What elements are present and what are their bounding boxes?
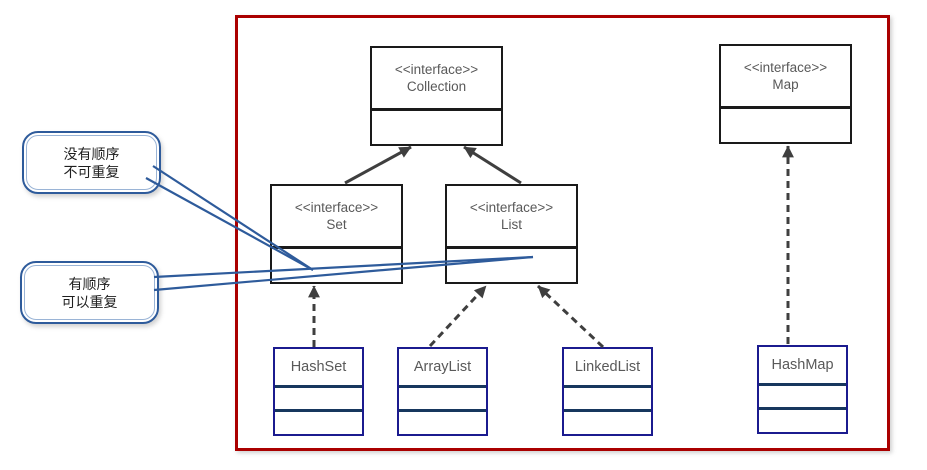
class-box-linkedlist: LinkedList — [562, 347, 653, 436]
stereotype-label: <<interface>> — [394, 62, 479, 77]
attributes-compartment — [272, 249, 401, 282]
class-name: LinkedList — [564, 349, 651, 388]
interface-name: Collection — [406, 79, 467, 94]
callout-set-note-body: 没有顺序 不可重复 — [26, 135, 157, 190]
interface-name: Set — [326, 217, 347, 232]
operations-compartment — [399, 412, 486, 436]
attributes-compartment — [564, 388, 651, 412]
callout-text-line: 可以重复 — [61, 293, 118, 310]
class-box-hashmap: HashMap — [757, 345, 848, 434]
attributes-compartment — [372, 111, 501, 144]
callout-list-note: 有顺序 可以重复 — [20, 261, 159, 324]
attributes-compartment — [721, 109, 850, 142]
interface-header-set: <<interface>> Set — [272, 186, 401, 249]
stereotype-label: <<interface>> — [743, 60, 828, 75]
class-name: ArrayList — [399, 349, 486, 388]
callout-list-note-body: 有顺序 可以重复 — [24, 265, 155, 320]
interface-name: List — [500, 217, 522, 232]
attributes-compartment — [275, 388, 362, 412]
attributes-compartment — [399, 388, 486, 412]
class-box-arraylist: ArrayList — [397, 347, 488, 436]
callout-text-line: 不可重复 — [63, 163, 120, 180]
stereotype-label: <<interface>> — [469, 200, 554, 215]
interface-header-map: <<interface>> Map — [721, 46, 850, 109]
interface-box-map: <<interface>> Map — [719, 44, 852, 144]
attributes-compartment — [759, 386, 846, 410]
operations-compartment — [275, 412, 362, 436]
interface-box-set: <<interface>> Set — [270, 184, 403, 284]
class-name: HashSet — [275, 349, 362, 388]
class-name: HashMap — [759, 347, 846, 386]
callout-text-line: 有顺序 — [68, 275, 111, 292]
callout-set-note: 没有顺序 不可重复 — [22, 131, 161, 194]
interface-name: Map — [772, 77, 799, 92]
stereotype-label: <<interface>> — [294, 200, 379, 215]
callout-text-line: 没有顺序 — [63, 145, 120, 162]
interface-box-collection: <<interface>> Collection — [370, 46, 503, 146]
interface-box-list: <<interface>> List — [445, 184, 578, 284]
interface-header-collection: <<interface>> Collection — [372, 48, 501, 111]
operations-compartment — [564, 412, 651, 436]
interface-header-list: <<interface>> List — [447, 186, 576, 249]
class-box-hashset: HashSet — [273, 347, 364, 436]
operations-compartment — [759, 410, 846, 434]
attributes-compartment — [447, 249, 576, 282]
